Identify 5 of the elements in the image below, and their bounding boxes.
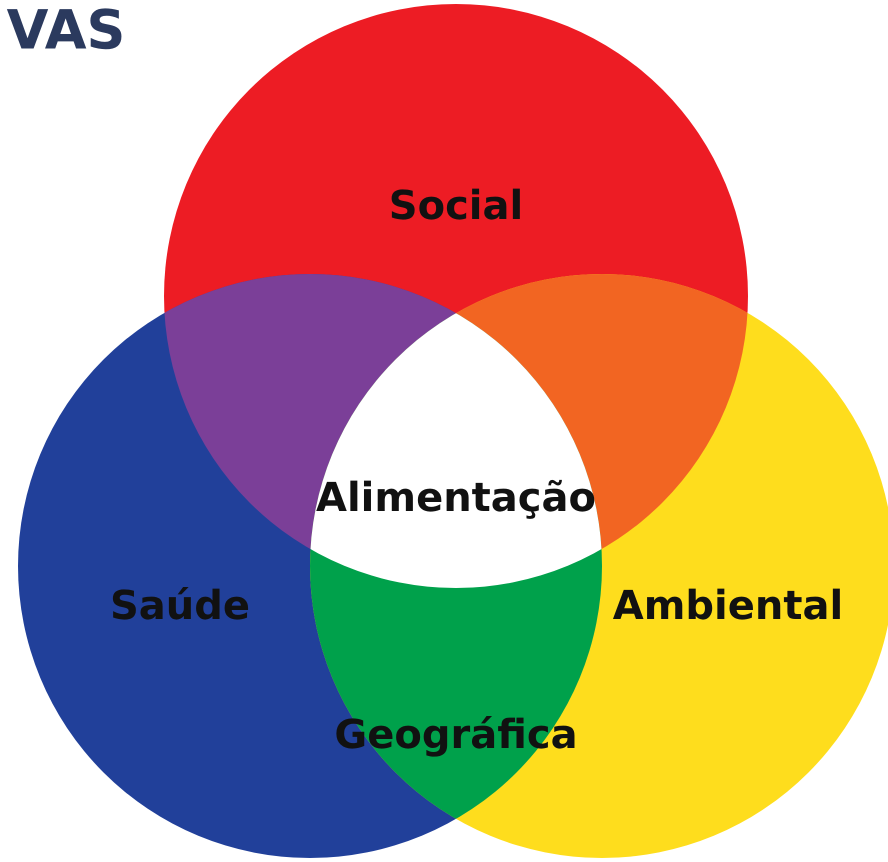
circle-label: Ambiental — [612, 584, 844, 628]
circle-label: Saúde — [110, 584, 250, 628]
overlap-label: Alimentação — [316, 476, 596, 520]
heading-fragment: VAS — [6, 0, 126, 60]
circle-label: Social — [388, 184, 524, 228]
